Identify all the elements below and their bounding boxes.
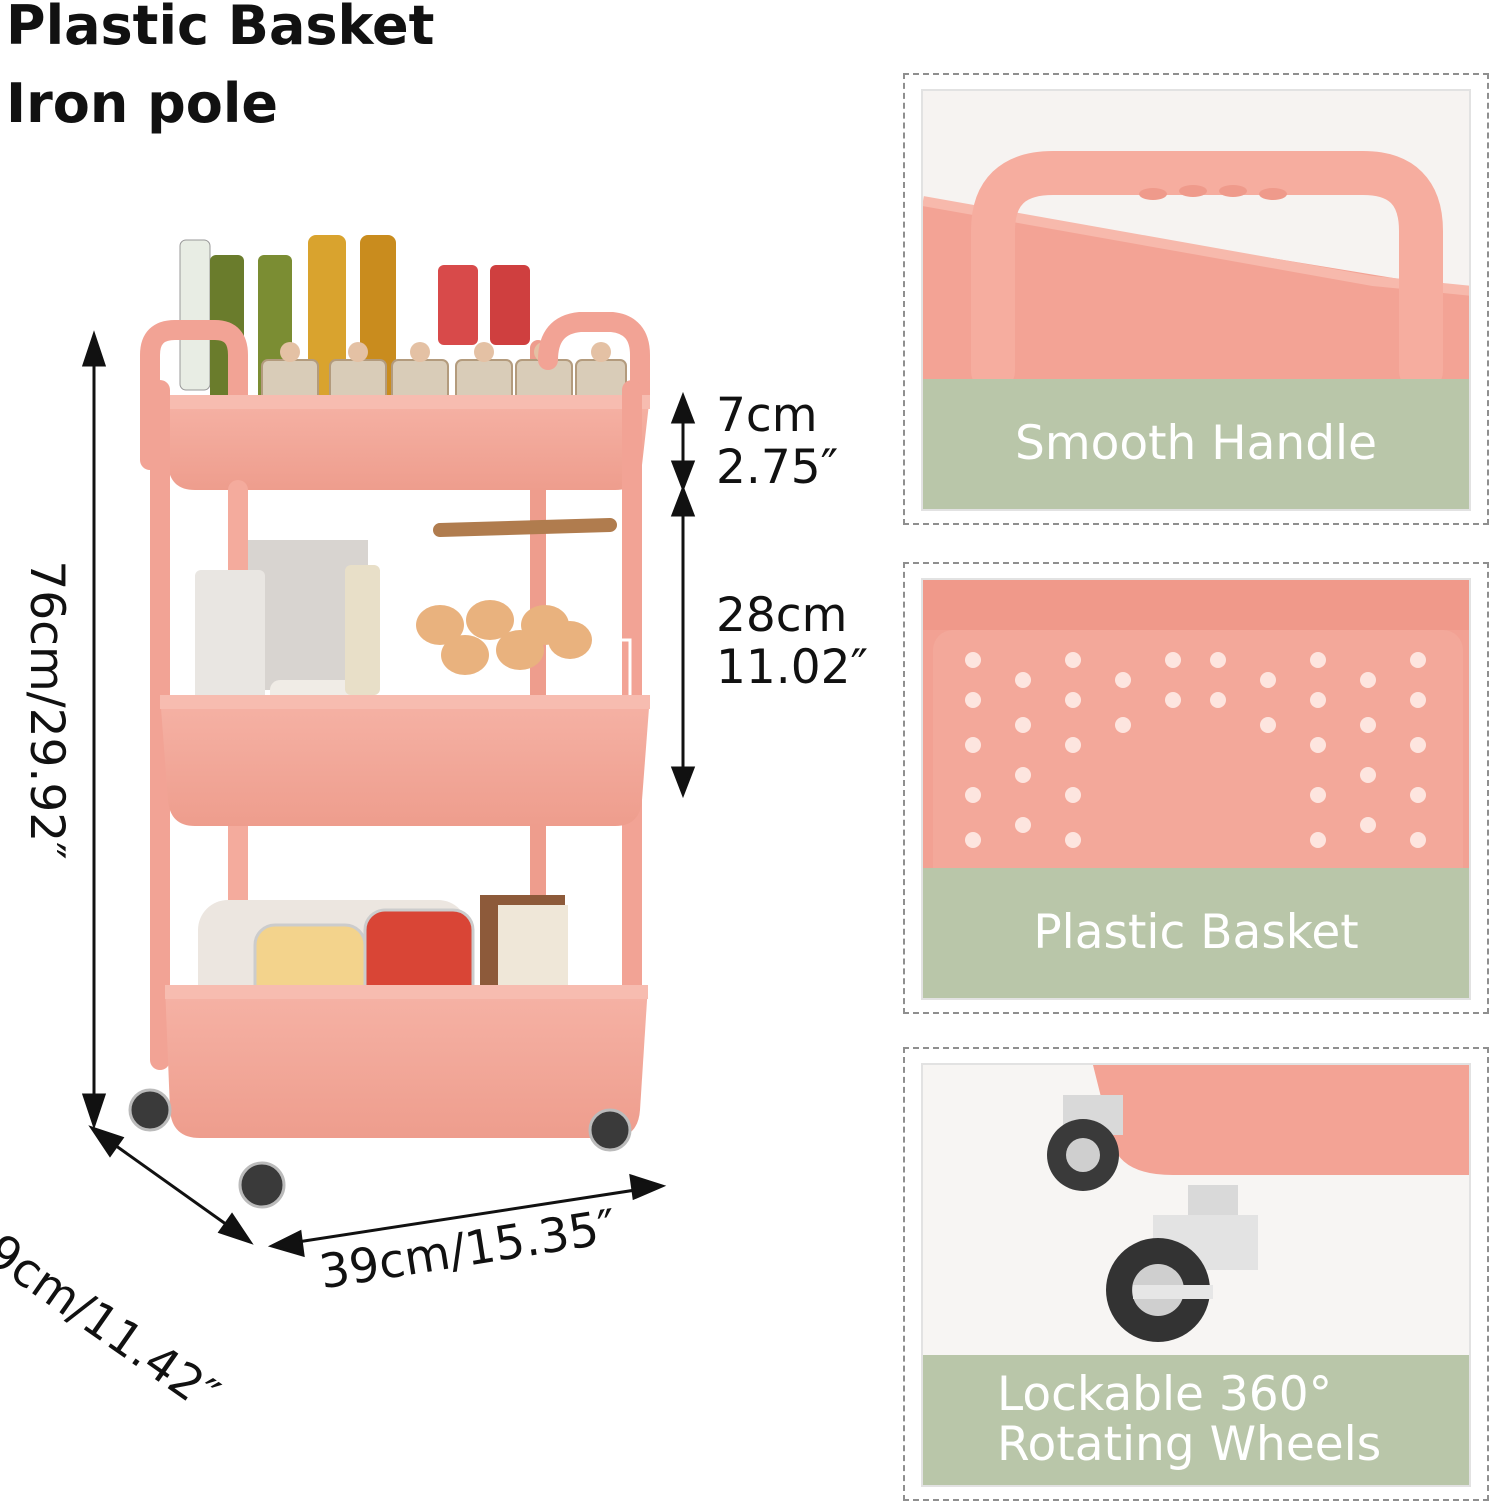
- handle-closeup: Smooth Handle: [921, 89, 1471, 511]
- wheels-closeup: Lockable 360° Rotating Wheels: [921, 1063, 1471, 1487]
- width-arrow: [267, 1173, 667, 1258]
- feature-label-wheels-line2: Rotating Wheels: [997, 1417, 1382, 1472]
- header-plastic-basket: Plastic Basket: [6, 0, 435, 57]
- mid-gap-arrow: [670, 484, 696, 799]
- feature-label-handle: Smooth Handle: [923, 379, 1469, 509]
- feature-panel-handle: Smooth Handle: [903, 73, 1489, 525]
- height-label: 76cm/29.92″: [19, 560, 74, 860]
- top-gap-cm-label: 7cm: [716, 388, 818, 443]
- feature-label-basket: Plastic Basket: [923, 868, 1469, 998]
- header-iron-pole: Iron pole: [6, 72, 278, 135]
- mid-gap-in-label: 11.02″: [716, 640, 869, 695]
- top-gap-arrow: [670, 391, 696, 493]
- top-gap-in-label: 2.75″: [716, 440, 839, 495]
- feature-panel-basket: Plastic Basket: [903, 562, 1489, 1014]
- basket-closeup: Plastic Basket: [921, 578, 1471, 1000]
- feature-panel-wheels: Lockable 360° Rotating Wheels: [903, 1047, 1489, 1501]
- cart-illustration: [81, 235, 696, 1258]
- feature-label-wheels-line1: Lockable 360°: [997, 1367, 1333, 1422]
- cart-wheels: [128, 1088, 632, 1209]
- mid-gap-cm-label: 28cm: [716, 588, 848, 643]
- depth-arrow: [88, 1125, 254, 1245]
- middle-shelf-items: [195, 518, 632, 740]
- feature-label-wheels: Lockable 360° Rotating Wheels: [923, 1355, 1469, 1485]
- height-arrow: [81, 330, 107, 1130]
